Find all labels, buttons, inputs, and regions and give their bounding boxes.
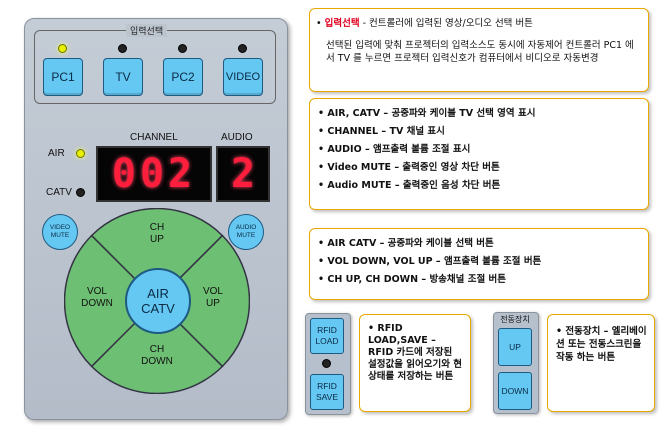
ch-down-line2: DOWN	[141, 356, 173, 367]
air-led-indicator	[76, 149, 85, 158]
vol-down-button[interactable]	[64, 234, 159, 368]
audio-mute-line1: AUDIO	[235, 224, 257, 231]
rfid-led-indicator	[322, 359, 331, 368]
ch-up-button[interactable]	[90, 208, 224, 303]
rfid-load-button[interactable]: RFID LOAD	[310, 318, 344, 354]
note3-item: • AIR CATV – 공중파와 케이블 선택 버튼	[318, 238, 494, 249]
vol-up-button[interactable]	[155, 234, 250, 368]
audio-label: AUDIO	[221, 132, 253, 143]
rfid-save-line1: RFID	[317, 381, 337, 391]
note5-text: • 전동장치 – 엘리베이션 또는 전동스크린을 작동 하는 버튼	[556, 326, 647, 363]
audio-mute-line2: MUTE	[236, 232, 256, 239]
video-mute-line2: MUTE	[50, 232, 70, 239]
video-led-indicator	[238, 44, 247, 53]
rfid-load-line1: RFID	[317, 325, 337, 335]
channel-label: CHANNEL	[130, 132, 178, 143]
catv-label: CATV	[46, 187, 72, 198]
pc2-button[interactable]: PC2	[163, 58, 203, 96]
input-select-label: 입력선택	[126, 24, 168, 37]
video-mute-line1: VIDEO	[49, 224, 71, 231]
motor-up-button[interactable]: UP	[498, 328, 532, 366]
pc2-led-indicator	[178, 44, 187, 53]
rfid-save-button[interactable]: RFID SAVE	[310, 374, 344, 410]
vol-up-line2: UP	[206, 298, 220, 309]
vol-up-line1: VOL	[202, 286, 223, 297]
audio-display: 2	[216, 146, 270, 202]
air-catv-line1: AIR	[147, 286, 169, 301]
note3-item: • CH UP, CH DOWN – 방송채널 조절 버튼	[318, 274, 506, 285]
ch-down-button[interactable]	[90, 299, 224, 394]
air-label: AIR	[48, 148, 65, 159]
note3-item: • VOL DOWN, VOL UP – 앰프출력 볼륨 조절 버튼	[318, 256, 542, 267]
audio-value: 2	[230, 151, 256, 197]
note4-text: • RFID LOAD,SAVE – RFID 카드에 저장된 설정값을 읽어오…	[368, 323, 463, 382]
note2-item: • Video MUTE – 출력중인 영상 차단 버튼	[318, 162, 500, 173]
ch-up-line2: UP	[150, 234, 164, 245]
channel-value: 002	[111, 151, 197, 197]
ch-down-line1: CH	[149, 344, 165, 355]
channel-display: 002	[96, 146, 212, 202]
note2-item: • CHANNEL – TV 채널 표시	[318, 126, 445, 137]
note1-title: 입력선택	[324, 18, 360, 29]
note1-line1: - 컨트롤러에 입력된 영상/오디오 선택 버튼	[359, 18, 533, 29]
note-display-info: • AIR, CATV – 공중파와 케이블 TV 선택 영역 표시 • CHA…	[309, 98, 649, 210]
motor-down-button[interactable]: DOWN	[498, 372, 532, 410]
rfid-load-line2: LOAD	[315, 336, 339, 346]
pc1-button[interactable]: PC1	[43, 58, 83, 96]
note-pad-buttons: • AIR CATV – 공중파와 케이블 선택 버튼 • VOL DOWN, …	[309, 228, 649, 300]
pc1-led-indicator	[58, 44, 67, 53]
vol-down-line1: VOL	[86, 286, 107, 297]
air-catv-button[interactable]: AIR CATV	[125, 268, 191, 334]
air-catv-line2: CATV	[141, 301, 175, 316]
tv-button[interactable]: TV	[103, 58, 143, 96]
vol-down-line2: DOWN	[81, 298, 113, 309]
motor-panel-title: 전동장치	[500, 315, 530, 324]
video-button[interactable]: VIDEO	[223, 58, 263, 96]
tv-led-indicator	[118, 44, 127, 53]
note1-bullet: •	[316, 18, 325, 29]
note1-paragraph: 선택된 입력에 맞춰 프로젝터의 입력소스도 동시에 자동제어 컨트롤러 PC1…	[326, 40, 634, 64]
note-motor: • 전동장치 – 엘리베이션 또는 전동스크린을 작동 하는 버튼	[547, 314, 655, 412]
note-input-select: • 입력선택 - 컨트롤러에 입력된 영상/오디오 선택 버튼 선택된 입력에 …	[309, 8, 649, 92]
rfid-save-line2: SAVE	[315, 392, 339, 402]
note2-item: • AUDIO – 앰프출력 볼륨 조절 표시	[318, 144, 471, 155]
note-rfid: • RFID LOAD,SAVE – RFID 카드에 저장된 설정값을 읽어오…	[359, 314, 471, 412]
direction-pad	[64, 208, 250, 394]
note2-item: • Audio MUTE – 출력중인 음성 차단 버튼	[318, 180, 501, 191]
ch-up-line1: CH	[149, 222, 165, 233]
note2-item: • AIR, CATV – 공중파와 케이블 TV 선택 영역 표시	[318, 108, 536, 119]
catv-led-indicator	[76, 188, 85, 197]
